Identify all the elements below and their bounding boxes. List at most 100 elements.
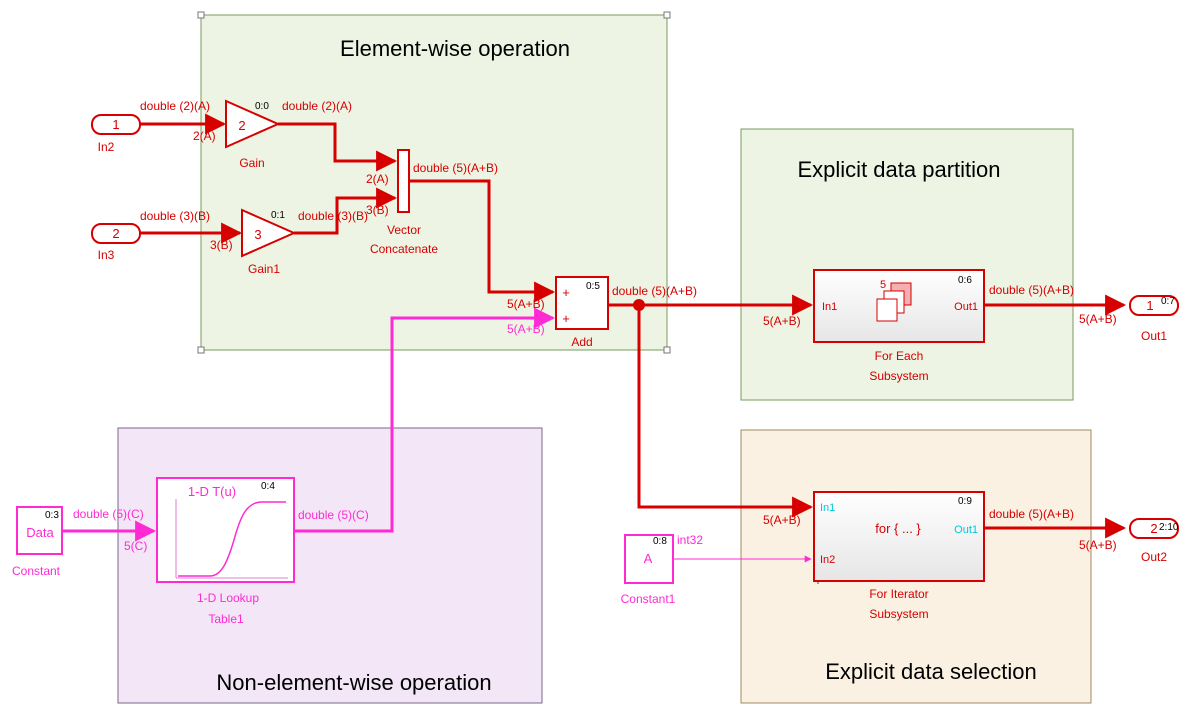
gain1-value: 3 <box>254 227 261 242</box>
add-sign-1: + <box>562 285 570 300</box>
lookup-table-title: 1-D T(u) <box>188 484 236 499</box>
outport-out1-sample-time: 0:7 <box>1161 296 1175 307</box>
port-dimension-label: 5(A+B) <box>507 297 545 311</box>
gain1-block[interactable]: 3 0:1 Gain1 <box>241 208 297 276</box>
port-dimension-label: 3(B) <box>366 203 389 217</box>
for-each-name-line1: For Each <box>875 349 924 363</box>
lookup-table-name-line2: Table1 <box>208 612 244 626</box>
outport-block-out1[interactable]: 1 0:7 Out1 <box>1129 295 1179 343</box>
constant-sample-time: 0:3 <box>45 510 59 521</box>
inport-block-in3[interactable]: 2 In3 <box>91 223 141 262</box>
resize-handle-icon[interactable] <box>663 346 671 354</box>
signal-label: double (5)(A+B) <box>989 507 1074 521</box>
port-dimension-label: 2(A) <box>366 172 389 186</box>
signal-line-branch-foriterator[interactable] <box>637 305 814 518</box>
for-iterator-subsystem-block[interactable]: In1 In2 Out1 0:9 for { ... } For Iterato… <box>813 491 985 621</box>
area-title-non-element-wise: Non-element-wise operation <box>216 670 491 695</box>
constant-block[interactable]: Data 0:3 Constant <box>12 506 63 578</box>
gain1-name: Gain1 <box>248 262 280 276</box>
for-each-name-line2: Subsystem <box>869 369 928 383</box>
for-each-stacked-pages-icon <box>876 282 912 322</box>
inport-in2-name: In2 <box>98 140 115 154</box>
outport-out1-name: Out1 <box>1141 329 1167 343</box>
for-iterator-name-line1: For Iterator <box>869 587 928 601</box>
gain1-sample-time: 0:1 <box>271 210 285 221</box>
vector-concatenate-name-line1: Vector <box>387 223 421 237</box>
port-dimension-label: 5(A+B) <box>763 314 801 328</box>
inport-in3-name: In3 <box>98 248 115 262</box>
outport-block-out2[interactable]: 2 2:10 Out2 <box>1129 518 1179 564</box>
for-each-subsystem-block[interactable]: In1 Out1 0:6 5 For Each Subsystem <box>813 269 985 383</box>
signal-line-gain-concat[interactable] <box>278 122 398 172</box>
for-each-sample-time: 0:6 <box>958 275 972 286</box>
port-dimension-label: 2(A) <box>193 129 216 143</box>
port-dimension-label: 5(A+B) <box>1079 312 1117 326</box>
signal-label: int32 <box>677 533 703 547</box>
resize-handle-icon[interactable] <box>197 346 205 354</box>
branch-point-icon <box>633 299 645 311</box>
gain-sample-time: 0:0 <box>255 101 269 112</box>
outport-out1-number: 1 <box>1146 298 1153 313</box>
for-each-in-port-label: In1 <box>822 301 837 313</box>
signal-label: double (2)(A) <box>282 99 352 113</box>
lookup-curve-icon <box>175 499 288 579</box>
signal-line-gain1-concat[interactable] <box>294 187 398 235</box>
area-title-data-selection: Explicit data selection <box>825 659 1037 684</box>
for-iterator-in2-port-label: In2 <box>820 554 835 566</box>
for-iterator-sample-time: 0:9 <box>958 496 972 507</box>
gain-value: 2 <box>238 118 245 133</box>
constant1-block[interactable]: A 0:8 Constant1 <box>621 534 676 606</box>
port-dimension-label: 5(A+B) <box>763 513 801 527</box>
signal-label: double (5)(A+B) <box>612 284 697 298</box>
outport-out2-name: Out2 <box>1141 550 1167 564</box>
vector-concatenate-block[interactable]: Vector Concatenate <box>370 149 438 256</box>
constant1-name: Constant1 <box>621 592 676 606</box>
add-sign-2: + <box>562 311 570 326</box>
lookup-table-sample-time: 0:4 <box>261 481 275 492</box>
signal-label: double (5)(A+B) <box>989 283 1074 297</box>
for-iterator-out-port-label: Out1 <box>954 524 978 536</box>
constant-name: Constant <box>12 564 61 578</box>
port-dimension-label: 5(A+B) <box>507 322 545 336</box>
outport-out2-sample-time: 2:10 <box>1159 522 1179 533</box>
signal-label: double (3)(B) <box>298 209 368 223</box>
signal-label: double (3)(B) <box>140 209 210 223</box>
signal-label: double (2)(A) <box>140 99 210 113</box>
signal-line-lookup-add[interactable] <box>294 307 556 533</box>
constant-value: Data <box>26 525 54 540</box>
signal-label: double (5)(C) <box>298 508 369 522</box>
port-dimension-label: 3(B) <box>210 238 233 252</box>
signal-label: double (5)(A+B) <box>413 161 498 175</box>
add-sample-time: 0:5 <box>586 281 600 292</box>
for-iterator-in1-port-label: In1 <box>820 502 835 514</box>
gain-block[interactable]: 2 0:0 Gain <box>225 99 281 170</box>
resize-handle-icon[interactable] <box>197 11 205 19</box>
constant1-sample-time: 0:8 <box>653 536 667 547</box>
inport-in3-number: 2 <box>112 226 119 241</box>
signal-line-concat-add[interactable] <box>409 179 556 303</box>
lookup-table-block[interactable]: 1-D T(u) 0:4 1-D Lookup Table1 <box>156 477 295 626</box>
area-element-wise-operation[interactable]: Element-wise operation <box>197 11 671 354</box>
port-dimension-label: 5(C) <box>124 539 147 553</box>
resize-handle-icon[interactable] <box>663 11 671 19</box>
lookup-table-name-line1: 1-D Lookup <box>197 591 259 605</box>
port-dimension-label: 5(A+B) <box>1079 538 1117 552</box>
inport-in2-number: 1 <box>112 117 119 132</box>
outport-out2-number: 2 <box>1150 521 1157 536</box>
for-each-icon-count: 5 <box>880 279 886 291</box>
area-explicit-data-partition[interactable]: Explicit data partition <box>740 128 1074 401</box>
inport-block-in2[interactable]: 1 In2 <box>91 114 141 154</box>
signal-label: double (5)(C) <box>73 507 144 521</box>
signal-labels: double (2)(A) 2(A) double (2)(A) double … <box>73 99 1117 553</box>
for-iterator-body-text: for { ... } <box>875 521 921 536</box>
vector-concatenate-name-line2: Concatenate <box>370 242 438 256</box>
for-each-out-port-label: Out1 <box>954 301 978 313</box>
for-iterator-name-line2: Subsystem <box>869 607 928 621</box>
add-block[interactable]: + + 0:5 Add <box>555 276 609 349</box>
constant1-value: A <box>644 551 653 566</box>
add-name: Add <box>571 335 592 349</box>
area-title-data-partition: Explicit data partition <box>798 157 1001 182</box>
area-title-element-wise: Element-wise operation <box>340 36 570 61</box>
gain-name: Gain <box>239 156 264 170</box>
